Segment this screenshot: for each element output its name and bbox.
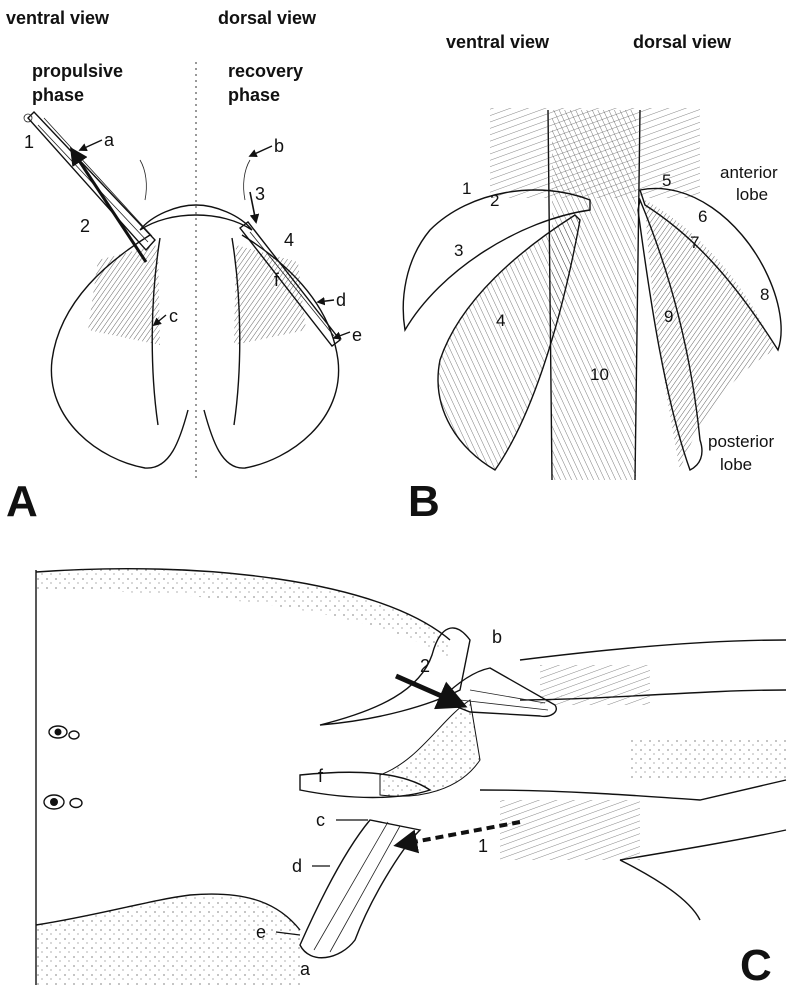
recovery-label-2: phase <box>228 85 280 105</box>
label-c: c <box>169 306 178 326</box>
label-1: 1 <box>24 132 34 152</box>
left-limb-inner <box>38 118 152 242</box>
panel-letter-a: A <box>6 477 38 526</box>
muscle-number-3: 3 <box>454 241 463 260</box>
eye-upper-pupil <box>55 729 62 736</box>
upper-muscles <box>540 665 650 705</box>
trunk-stipple <box>630 740 786 780</box>
anterior-lobe-label-2: lobe <box>736 185 768 204</box>
anterior-lobe-label-1: anterior <box>720 163 778 182</box>
label-c-c: c <box>316 810 325 830</box>
lower-limb-inner <box>314 822 400 952</box>
head-shield-upper-fill <box>36 569 450 660</box>
tail-fin <box>620 830 786 920</box>
muscle-number-8: 8 <box>760 285 769 304</box>
muscle-number-5: 5 <box>662 171 671 190</box>
spine-left <box>140 160 146 200</box>
muscle-number-4: 4 <box>496 311 505 330</box>
muscle-number-6: 6 <box>698 207 707 226</box>
trunk-muscles <box>500 800 640 860</box>
panel-b-header-ventral: ventral view <box>446 32 550 52</box>
panel-c: 2 1 b f c d e a C <box>36 569 786 990</box>
label-d: d <box>336 290 346 310</box>
trunk-lower <box>480 780 786 800</box>
label-a: a <box>104 130 115 150</box>
pointer-d <box>318 300 334 302</box>
panel-letter-c: C <box>740 941 772 990</box>
right-lobe-muscle <box>645 200 775 470</box>
arrow-2-c <box>396 676 462 705</box>
head-plate <box>140 205 252 230</box>
panel-b: ventral view dorsal view 1 2 3 4 5 6 7 8… <box>403 32 781 526</box>
label-2: 2 <box>80 216 90 236</box>
trunk-upper-edge <box>520 640 786 660</box>
muscle-number-7: 7 <box>690 233 699 252</box>
muscle-number-9: 9 <box>664 307 673 326</box>
propulsive-label-2: phase <box>32 85 84 105</box>
muscle-number-10: 10 <box>590 365 609 384</box>
muscle-fan-right <box>234 245 306 345</box>
panel-a-header-ventral: ventral view <box>6 8 110 28</box>
panel-b-header-dorsal: dorsal view <box>633 32 732 52</box>
label-e-c: e <box>256 922 266 942</box>
propulsive-label-1: propulsive <box>32 61 123 81</box>
label-a-c: a <box>300 959 311 979</box>
eye-lower-pupil <box>50 798 58 806</box>
label-f-c: f <box>318 766 324 786</box>
muscle-number-1: 1 <box>462 179 471 198</box>
label-e: e <box>352 325 362 345</box>
muscle-fan-left <box>88 245 160 345</box>
panel-a: ventral view dorsal view propulsive phas… <box>6 8 362 526</box>
spine-right <box>244 160 250 200</box>
posterior-lobe-label-2: lobe <box>720 455 752 474</box>
central-plate-fill <box>380 700 480 796</box>
label-b-c: b <box>492 627 502 647</box>
pointer-a <box>80 140 102 150</box>
arrow-2 <box>72 150 146 262</box>
pointer-b <box>250 146 272 156</box>
muscle-number-2: 2 <box>490 191 499 210</box>
panel-a-header-dorsal: dorsal view <box>218 8 317 28</box>
posterior-lobe-label-1: posterior <box>708 432 774 451</box>
label-3: 3 <box>255 184 265 204</box>
eye-lower-small <box>70 799 82 808</box>
label-2-c: 2 <box>420 656 430 676</box>
eye-upper-small <box>69 731 79 739</box>
panel-letter-b: B <box>408 477 440 526</box>
label-b: b <box>274 136 284 156</box>
label-4: 4 <box>284 230 294 250</box>
recovery-label-1: recovery <box>228 61 303 81</box>
label-d-c: d <box>292 856 302 876</box>
label-1-c: 1 <box>478 836 488 856</box>
lower-limb <box>300 820 420 958</box>
